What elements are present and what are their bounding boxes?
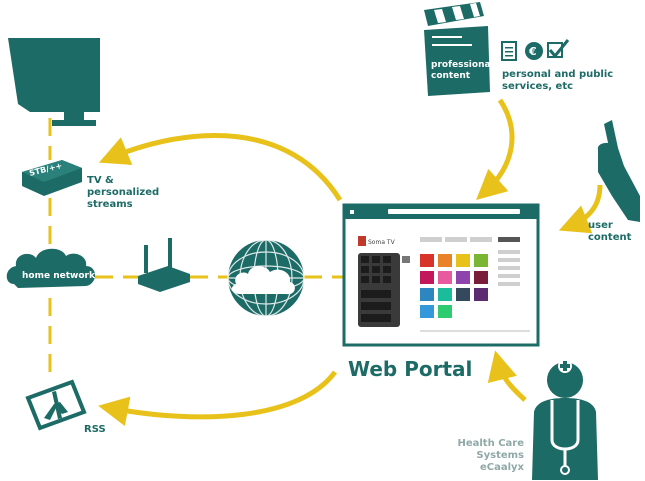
doctor-icon xyxy=(532,359,598,480)
home-network-label: home network xyxy=(22,271,96,281)
clapper-label-line2: content xyxy=(431,71,471,81)
services-label-line1: personal and public xyxy=(502,69,613,80)
hand-camera-icon xyxy=(597,120,640,222)
tv-streams-label-line3: streams xyxy=(87,199,133,210)
health-to-portal-arrow xyxy=(487,350,527,402)
clapperboard-icon: professional content xyxy=(424,2,494,96)
portal-logo-icon xyxy=(358,236,366,246)
tv-icon xyxy=(8,38,100,126)
portal-to-stb-arrow xyxy=(98,132,343,202)
portal-to-rss-arrow xyxy=(98,370,338,427)
user-content-label-line1: user xyxy=(588,220,613,231)
cloud-icon: home network xyxy=(6,248,96,288)
user-to-portal-arrow xyxy=(558,184,603,234)
globe-icon xyxy=(227,239,305,317)
dashed-connectors xyxy=(48,118,345,378)
web-portal-label: Web Portal xyxy=(348,357,472,381)
rss-label: RSS xyxy=(84,424,106,435)
content-to-portal-arrow xyxy=(476,98,515,201)
user-content-label-line2: content xyxy=(588,232,632,243)
tv-streams-label-line1: TV & xyxy=(87,175,114,186)
portal-logo-text: Soma TV xyxy=(368,239,396,246)
health-label-line3: eCaalyx xyxy=(480,462,525,473)
eiffel-photo-icon xyxy=(25,379,87,431)
stb-icon: STB/++ xyxy=(22,160,82,196)
health-label-line1: Health Care xyxy=(457,438,524,449)
tv-streams-label-line2: personalized xyxy=(87,187,159,198)
clapper-label-line1: professional xyxy=(431,60,494,70)
web-portal-window: Soma TV xyxy=(342,203,540,347)
document-icon xyxy=(501,41,517,61)
svg-text:€: € xyxy=(528,45,537,58)
services-label-line2: services, etc xyxy=(502,81,573,92)
checkbox-icon xyxy=(547,39,570,59)
health-label-line2: Systems xyxy=(476,450,524,461)
curved-arrows xyxy=(98,98,603,427)
euro-icon: € xyxy=(525,42,543,60)
router-icon xyxy=(138,238,190,292)
